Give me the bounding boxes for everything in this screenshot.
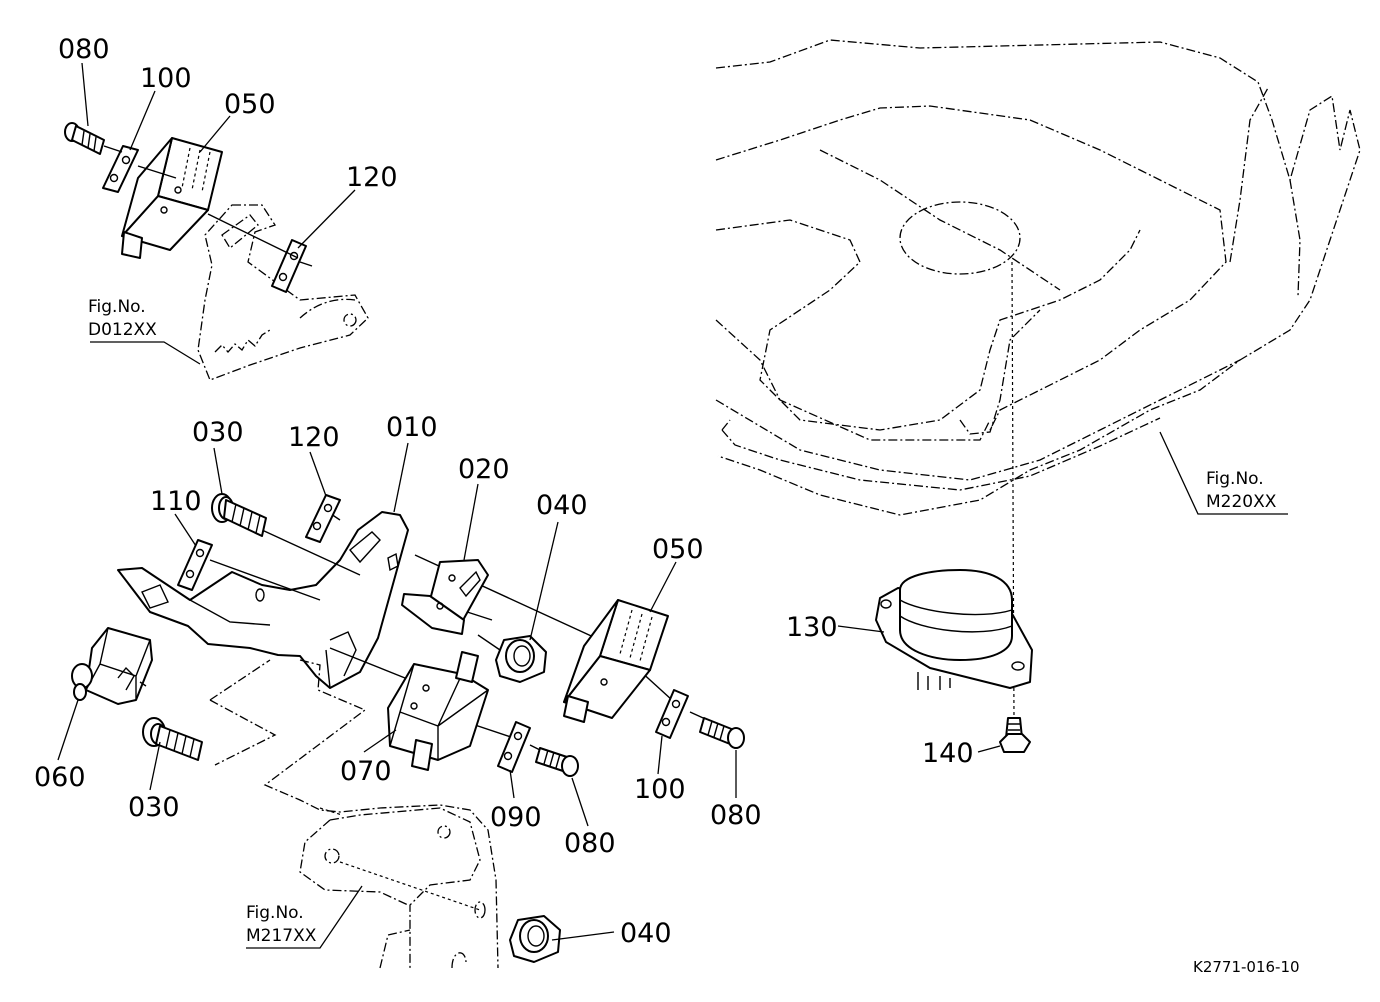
alignment-line-top xyxy=(103,145,313,267)
top-left-assembly xyxy=(64,122,369,381)
bracket-m217-plate xyxy=(299,807,481,968)
bracket-m217-outline-2 xyxy=(209,659,277,766)
spacer-100-main xyxy=(655,689,689,739)
fig-ref-m220-line2: M220XX xyxy=(1206,492,1277,512)
callout-130: 130 xyxy=(786,612,838,643)
plate-010-hook xyxy=(329,631,357,677)
leader-lines xyxy=(57,62,1288,949)
seat-outline-inner xyxy=(715,105,1227,431)
mounting-position xyxy=(899,201,1021,275)
callout-040-upper: 040 xyxy=(536,490,588,521)
bracket-d012-outline xyxy=(197,204,369,381)
callout-110: 110 xyxy=(150,486,202,517)
fig-ref-d012-line1: Fig.No. xyxy=(88,297,146,317)
spacer-100-top xyxy=(102,145,139,193)
spacer-090 xyxy=(497,721,531,773)
callout-100-main: 100 xyxy=(634,774,686,805)
bracket-d012-hole xyxy=(343,313,357,327)
plate-010-slot xyxy=(349,531,381,564)
callout-020: 020 xyxy=(458,454,510,485)
callout-060: 060 xyxy=(34,762,86,793)
switch-050-main xyxy=(563,599,669,723)
callout-140: 140 xyxy=(922,738,974,769)
callout-070: 070 xyxy=(340,756,392,787)
callout-030-lower: 030 xyxy=(128,792,180,823)
callout-numbers: 080 100 050 120 030 120 010 020 040 050 … xyxy=(34,34,974,949)
seat-rail xyxy=(721,417,1161,491)
fig-ref-m217-line1: Fig.No. xyxy=(246,903,304,923)
bracket-m217-hook xyxy=(379,929,467,969)
bracket-d012-slot xyxy=(221,214,259,249)
seat-cushion-side xyxy=(715,319,1241,481)
bolt-140 xyxy=(999,717,1031,753)
nut-040-upper xyxy=(495,635,547,683)
seat-cushion-front xyxy=(715,219,1141,431)
fig-ref-m220-line1: Fig.No. xyxy=(1206,469,1264,489)
callout-120-top: 120 xyxy=(346,162,398,193)
plate-010-edge xyxy=(189,599,331,689)
figure-refs: Fig.No. D012XX Fig.No. M220XX Fig.No. M2… xyxy=(88,297,1277,946)
switch-070 xyxy=(387,651,489,771)
nut-040-lower xyxy=(509,915,561,963)
bolt-080-center xyxy=(535,747,579,777)
fig-ref-m217-line2: M217XX xyxy=(246,926,317,946)
bracket-d012-curve xyxy=(299,298,356,319)
main-assembly xyxy=(71,493,745,969)
callout-080-top: 080 xyxy=(58,34,110,65)
plate-010-window xyxy=(141,584,169,609)
seat-groove xyxy=(819,149,1061,291)
seat-outline-outer xyxy=(715,39,1361,516)
bolt-080-top xyxy=(64,122,105,155)
plate-010-hole xyxy=(255,588,265,602)
callout-090: 090 xyxy=(490,802,542,833)
spacer-120-main xyxy=(305,494,341,543)
bracket-d012-serration xyxy=(214,329,271,353)
fig-ref-d012-line2: D012XX xyxy=(88,320,157,340)
buzzer-axis-line xyxy=(1011,261,1015,721)
bolt-030-lower xyxy=(142,717,203,761)
spacer-110 xyxy=(177,539,213,591)
callout-050-top: 050 xyxy=(224,89,276,120)
seat-assembly xyxy=(715,39,1361,753)
holder-020 xyxy=(401,559,489,635)
callout-080-right: 080 xyxy=(710,800,762,831)
drawing-code: K2771-016-10 xyxy=(1193,958,1300,976)
switch-050-top xyxy=(121,137,223,259)
plate-010-notch xyxy=(387,552,399,572)
bracket-m217-hole-2 xyxy=(437,825,451,839)
bracket-m217-outline xyxy=(263,659,499,969)
bracket-m217-hole-1 xyxy=(324,848,340,864)
callout-120-main: 120 xyxy=(288,422,340,453)
seat-handle xyxy=(1229,87,1301,297)
callout-010: 010 xyxy=(386,412,438,443)
seat-edge xyxy=(959,309,1041,435)
switch-060 xyxy=(71,627,153,705)
bolt-080-right xyxy=(699,717,745,749)
callout-050-main: 050 xyxy=(652,534,704,565)
callout-080-center: 080 xyxy=(564,828,616,859)
buzzer-130 xyxy=(875,569,1033,690)
callout-040-lower: 040 xyxy=(620,918,672,949)
bolt-030-upper xyxy=(211,493,267,537)
alignment-line-m217 xyxy=(319,807,481,911)
callout-100-top: 100 xyxy=(140,63,192,94)
bracket-m217-hole-3 xyxy=(474,901,486,919)
callout-030-upper: 030 xyxy=(192,417,244,448)
